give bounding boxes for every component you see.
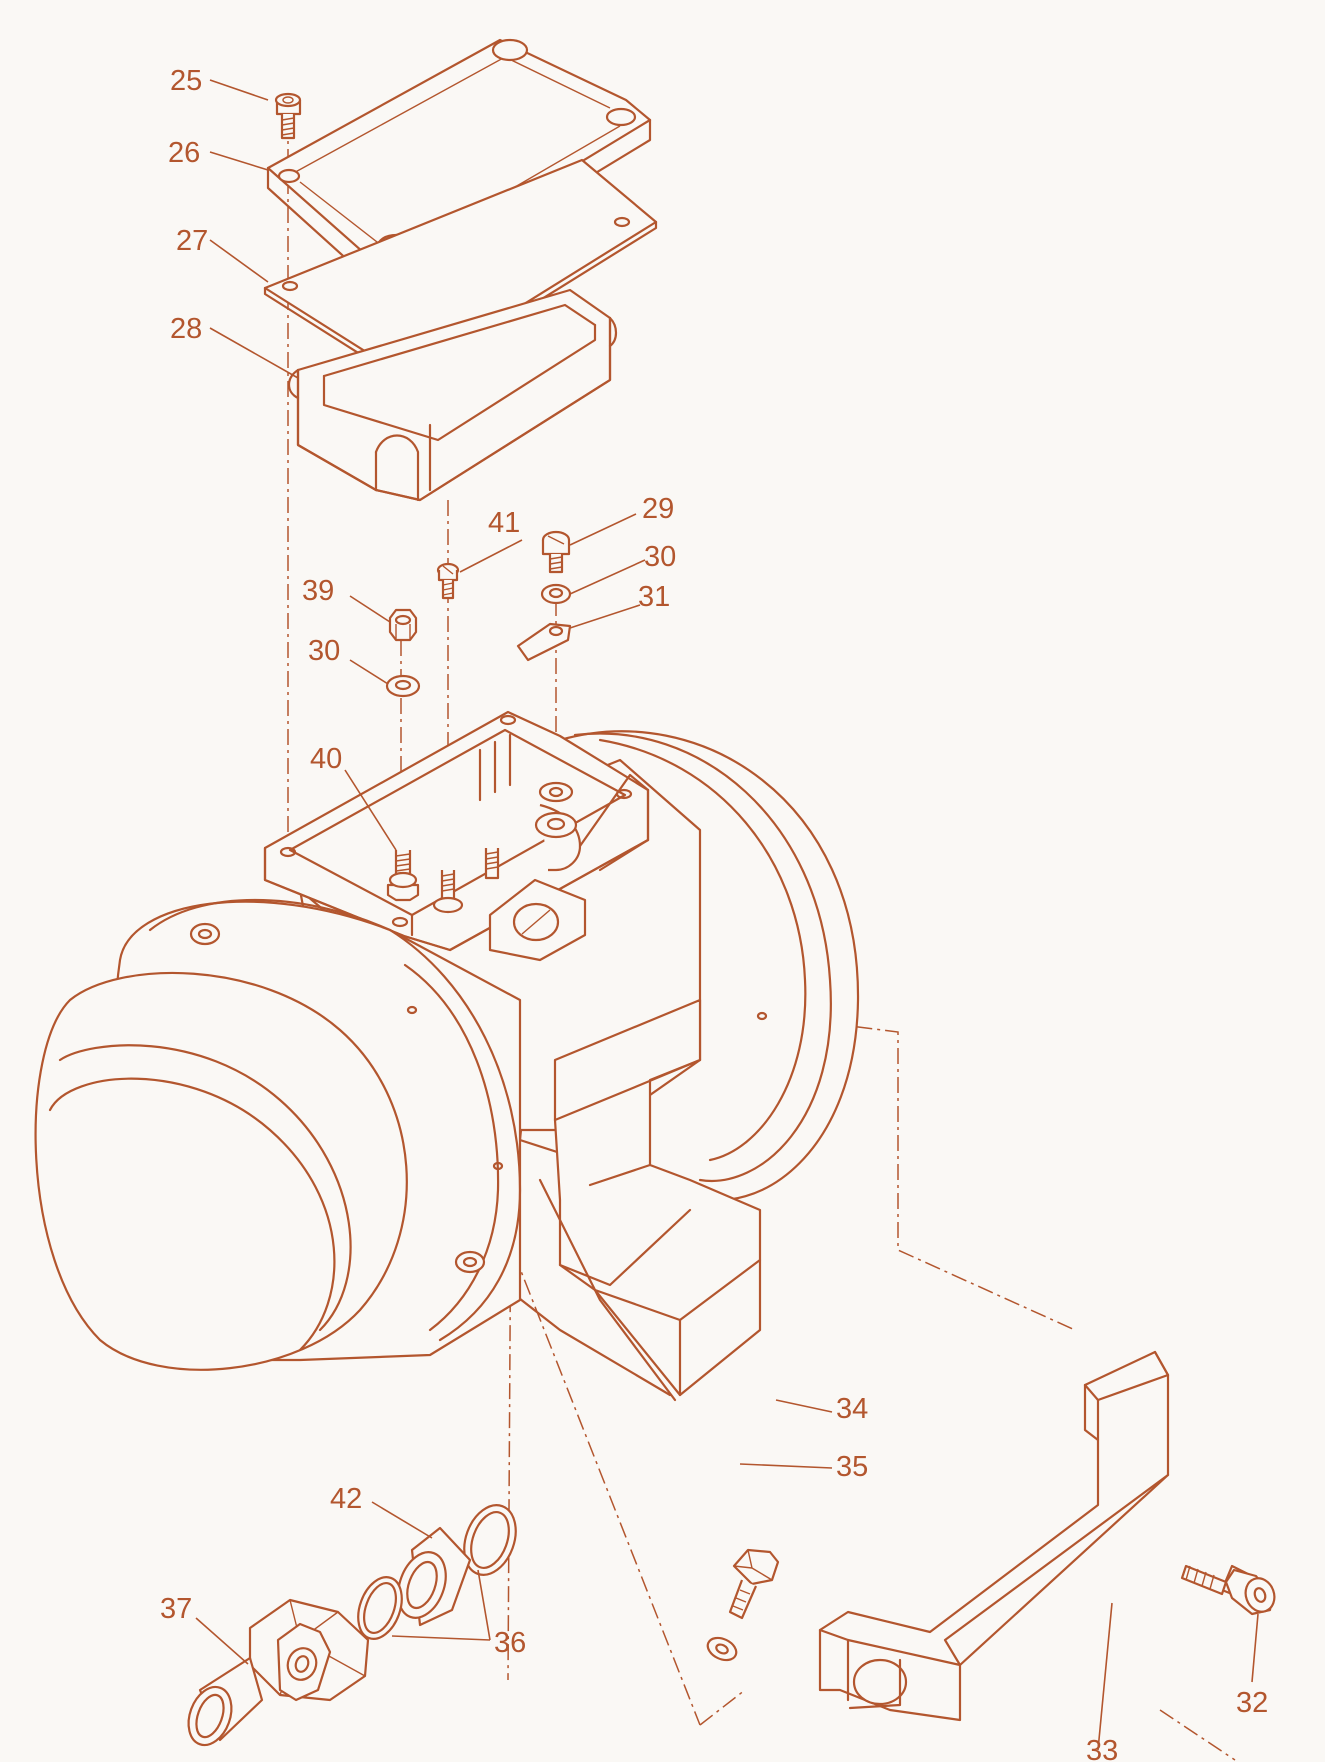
callout-26: 26 (168, 137, 200, 169)
terminal-box-base (263, 710, 650, 962)
part-32-cap-screw (1180, 1564, 1276, 1616)
front-end-bell (34, 899, 522, 1371)
part-31-strap (516, 622, 572, 662)
part-40-terminal-studs (386, 781, 574, 914)
callout-28: 28 (170, 313, 202, 345)
callout-40: 40 (310, 743, 342, 775)
callout-39: 39 (302, 575, 334, 607)
callout-29: 29 (642, 493, 674, 525)
callout-41: 41 (488, 507, 520, 539)
leader-lines (195, 79, 1259, 1751)
callout-32: 32 (1236, 1687, 1268, 1719)
callout-42: 42 (330, 1483, 362, 1515)
callout-30-lower: 30 (308, 635, 340, 667)
part-29-slotted-screw (541, 530, 571, 574)
part-30-washer-lower (385, 674, 421, 698)
callout-labels: 25 26 27 28 29 30 31 39 41 30 40 34 35 3… (160, 65, 1268, 1762)
callout-25: 25 (170, 65, 202, 97)
callout-27: 27 (176, 225, 208, 257)
part-34-hex-bolt (728, 1548, 780, 1620)
part-33-handle (818, 1350, 1170, 1722)
part-25-cap-screw (274, 92, 302, 140)
part-36-o-ring-right (463, 1504, 517, 1576)
callout-37: 37 (160, 1593, 192, 1625)
assembly-centerlines (287, 120, 1236, 1761)
callout-33: 33 (1086, 1735, 1118, 1762)
part-39-hex-nut (388, 608, 418, 642)
part-36-o-ring-left (357, 1576, 403, 1640)
part-37-cable-gland (187, 1598, 370, 1747)
callout-36: 36 (494, 1627, 526, 1659)
part-41-screw (436, 562, 460, 600)
part-42-bushing (397, 1526, 472, 1627)
callout-30-upper: 30 (644, 541, 676, 573)
part-35-washer (706, 1636, 738, 1662)
callout-34: 34 (836, 1393, 868, 1425)
callout-35: 35 (836, 1451, 868, 1483)
callout-31: 31 (638, 581, 670, 613)
part-28-terminal-box-frame (287, 288, 618, 502)
part-30-washer-upper (540, 583, 572, 605)
